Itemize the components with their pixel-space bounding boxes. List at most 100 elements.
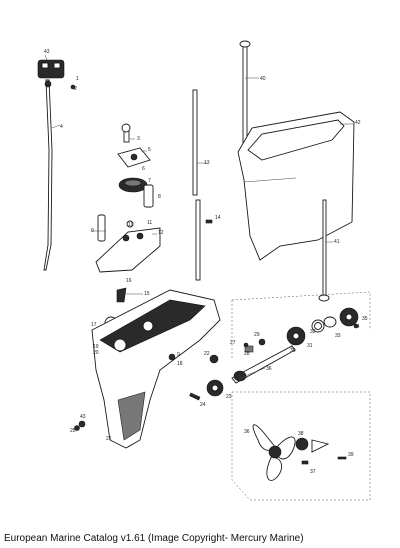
callout-6: 6 xyxy=(142,166,145,172)
callout-12: 12 xyxy=(158,230,164,236)
housing-bolt-41-head xyxy=(318,294,330,302)
gear-housing-skeg xyxy=(117,391,146,441)
callout-40: 40 xyxy=(260,76,266,82)
callout-labels: 43 1 2 4 3 5 6 7 8 9 10 11 12 13 14 15 1… xyxy=(44,49,368,475)
callout-14: 14 xyxy=(215,215,221,221)
callout-1: 1 xyxy=(76,76,79,82)
shift-bracket-hole-2 xyxy=(53,62,61,69)
shift-rod-coupler xyxy=(44,80,52,88)
pump-o-ring xyxy=(126,220,134,228)
o-ring-32-inner xyxy=(314,322,322,330)
impeller-hub xyxy=(124,179,142,187)
callout-16: 16 xyxy=(126,278,132,284)
drain-screw-43 xyxy=(78,420,86,428)
callout-22: 22 xyxy=(204,351,210,357)
pump-stud xyxy=(97,214,106,242)
water-pump-assembly xyxy=(95,123,161,330)
callout-36: 36 xyxy=(266,366,272,372)
callout-41: 41 xyxy=(334,239,340,245)
drive-shaft-pin xyxy=(205,219,213,224)
callout-30: 30 xyxy=(290,348,296,354)
propeller-shaft xyxy=(231,345,296,384)
callout-32: 32 xyxy=(310,329,316,335)
drive-shaft-group xyxy=(192,89,213,281)
forward-gear-hub xyxy=(292,332,300,340)
gear-housing-port-2 xyxy=(142,320,154,332)
housing-bolt-41 xyxy=(322,199,327,299)
drive-shaft-lower xyxy=(195,199,201,281)
callout-27: 27 xyxy=(230,340,236,346)
gear-housing-port xyxy=(113,338,127,352)
callout-20: 20 xyxy=(93,350,99,356)
callout-37: 37 xyxy=(310,469,316,475)
spring-26 xyxy=(243,342,249,348)
pump-base-port-1 xyxy=(122,234,130,242)
callout-13: 13 xyxy=(204,160,210,166)
pump-screw-head xyxy=(121,123,131,133)
housing-bolt-head xyxy=(239,40,251,48)
pin-24 xyxy=(189,392,201,401)
callout-2: 2 xyxy=(74,86,77,92)
callout-35: 35 xyxy=(362,316,368,322)
shift-rod xyxy=(43,79,53,271)
shift-rod-assembly xyxy=(37,54,76,271)
vent-screw-18 xyxy=(168,353,176,361)
callout-15: 15 xyxy=(144,291,150,297)
callout-36-prop: 36 xyxy=(244,429,250,435)
callout-43-bottom: 43 xyxy=(80,414,86,420)
callout-31: 31 xyxy=(307,343,313,349)
bearing-22 xyxy=(209,354,219,364)
callout-19: 19 xyxy=(93,344,99,350)
exhaust-housing-group xyxy=(237,40,355,302)
prop-nut-cone xyxy=(311,439,330,453)
propeller-hub xyxy=(268,445,282,459)
housing-bolt-40 xyxy=(242,43,248,145)
pump-base-port-2 xyxy=(136,232,144,240)
callout-42: 42 xyxy=(355,120,361,126)
screw-34 xyxy=(353,323,359,329)
clutch-dog xyxy=(233,370,247,382)
pump-sleeve xyxy=(143,184,154,208)
leader-lines xyxy=(91,77,354,379)
callout-43-top: 43 xyxy=(44,49,50,55)
screw-2 xyxy=(70,84,76,90)
thrust-hub-38 xyxy=(295,437,309,451)
gear-housing-group xyxy=(74,289,224,449)
callout-11: 11 xyxy=(147,220,152,226)
shift-bracket-hole xyxy=(41,62,49,69)
callout-3: 3 xyxy=(137,136,140,142)
bearing-33 xyxy=(323,316,337,328)
callout-10: 10 xyxy=(128,222,134,228)
drain-screw-25 xyxy=(74,425,80,431)
callout-4: 4 xyxy=(60,124,63,130)
propeller-blade-3 xyxy=(266,455,283,481)
cam-27 xyxy=(244,345,254,353)
exploded-parts-diagram: 43 1 2 4 3 5 6 7 8 9 10 11 12 13 14 15 1… xyxy=(37,40,371,501)
callout-18: 18 xyxy=(177,361,183,367)
bracket-16 xyxy=(116,287,127,303)
propeller-group xyxy=(231,391,371,501)
callout-38: 38 xyxy=(298,431,304,437)
pinion-gear-hub xyxy=(211,384,219,392)
cotter-pin-37 xyxy=(301,460,309,465)
cotter-pin-39 xyxy=(337,456,347,460)
callout-17: 17 xyxy=(91,322,97,328)
callout-23: 23 xyxy=(226,394,232,400)
drive-shaft-upper xyxy=(192,89,198,196)
callout-25: 25 xyxy=(70,428,76,434)
exhaust-housing-top xyxy=(247,119,345,161)
callout-7: 7 xyxy=(148,178,151,184)
callout-34: 34 xyxy=(354,324,360,330)
propeller-shaft-group xyxy=(231,291,371,384)
bearing-carrier-hub xyxy=(345,313,353,321)
image-caption: European Marine Catalog v1.61 (Image Cop… xyxy=(4,533,304,544)
pump-cover-hub xyxy=(130,153,138,161)
callout-39: 39 xyxy=(348,452,354,458)
callout-8: 8 xyxy=(158,194,161,200)
callout-21: 21 xyxy=(106,436,112,442)
callout-28: 28 xyxy=(244,351,250,357)
callout-5: 5 xyxy=(148,147,151,153)
pin-28 xyxy=(258,338,266,346)
callout-33: 33 xyxy=(335,333,341,339)
callout-24: 24 xyxy=(200,402,206,408)
